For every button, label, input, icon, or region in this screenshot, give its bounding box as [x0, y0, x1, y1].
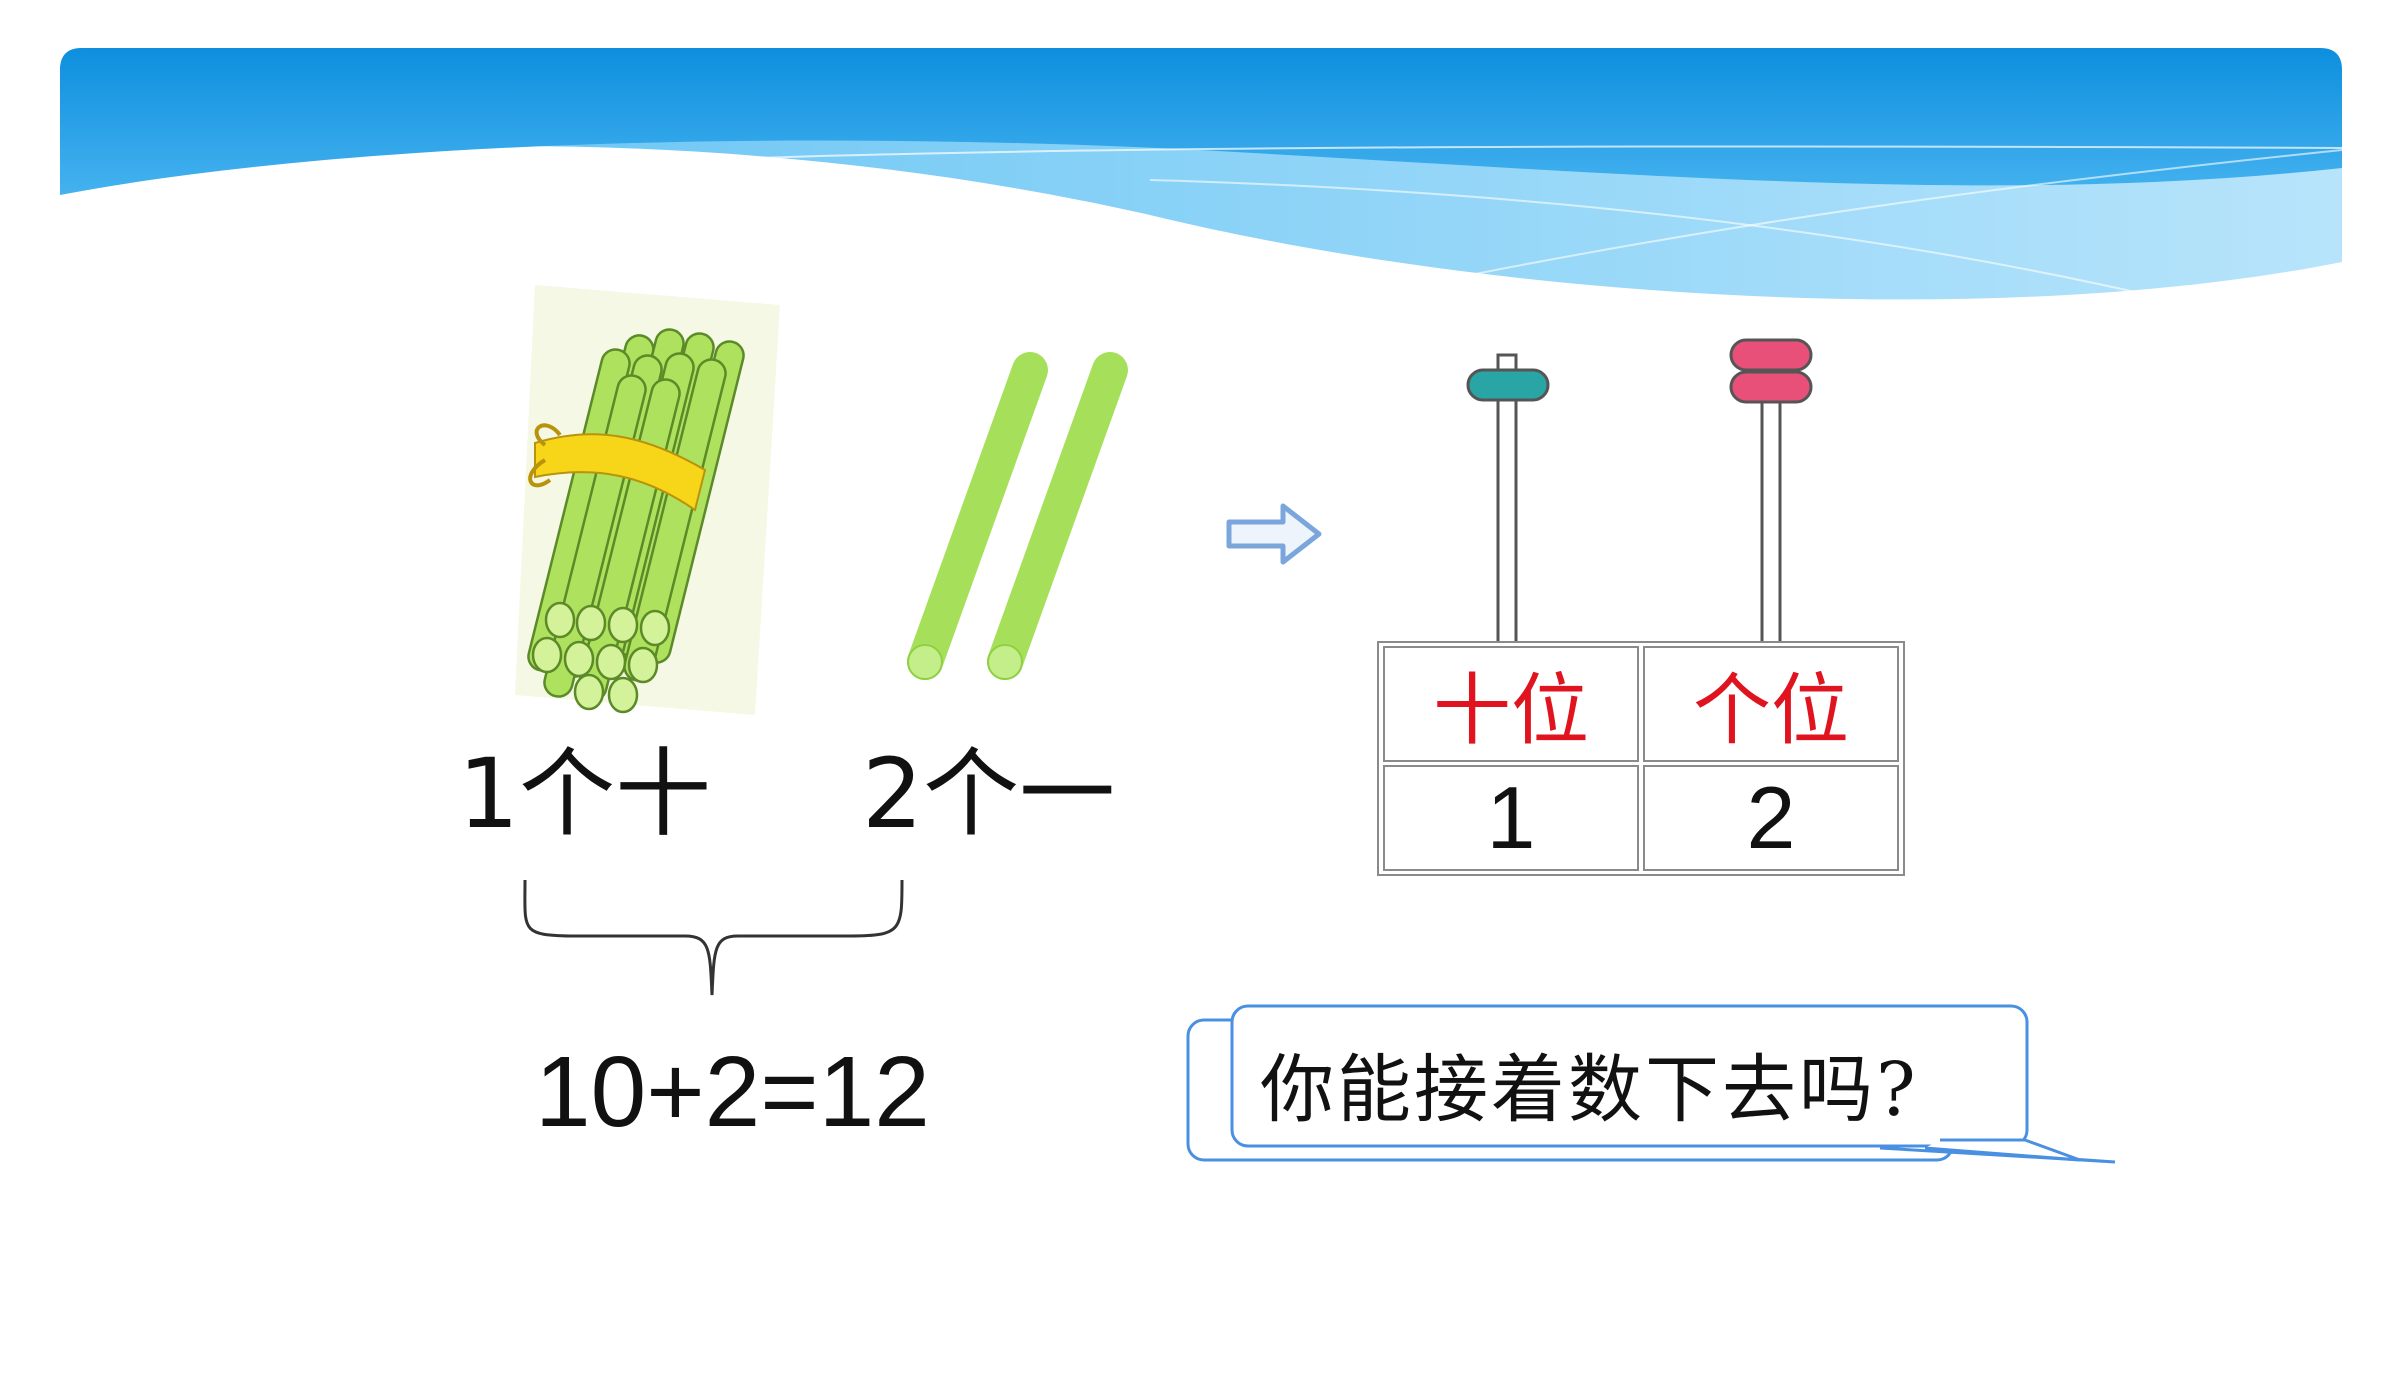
abacus-icon — [1466, 338, 1813, 647]
tens-digit: 1 — [1383, 765, 1639, 871]
speech-bubble — [1186, 1004, 2116, 1164]
single-sticks-icon — [907, 352, 1128, 680]
header-wave-banner — [60, 48, 2343, 301]
tens-bead — [1466, 368, 1550, 402]
tens-count-label: 1个十 — [458, 738, 712, 850]
ones-digit: 2 — [1643, 765, 1899, 871]
sum-equation: 10+2=12 — [535, 1036, 930, 1148]
ones-count-label: 2个一 — [862, 738, 1116, 850]
bubble-question: 你能接着数下去吗? — [1260, 1047, 1919, 1133]
ones-place-header: 个位 — [1643, 646, 1899, 762]
grouping-brace — [523, 879, 904, 996]
tens-place-header: 十位 — [1383, 646, 1639, 762]
bundled-sticks-icon — [515, 285, 780, 715]
ones-beads — [1729, 338, 1813, 404]
place-value-table: 十位 个位 1 2 — [1377, 641, 1905, 876]
right-arrow-icon — [1226, 503, 1322, 565]
